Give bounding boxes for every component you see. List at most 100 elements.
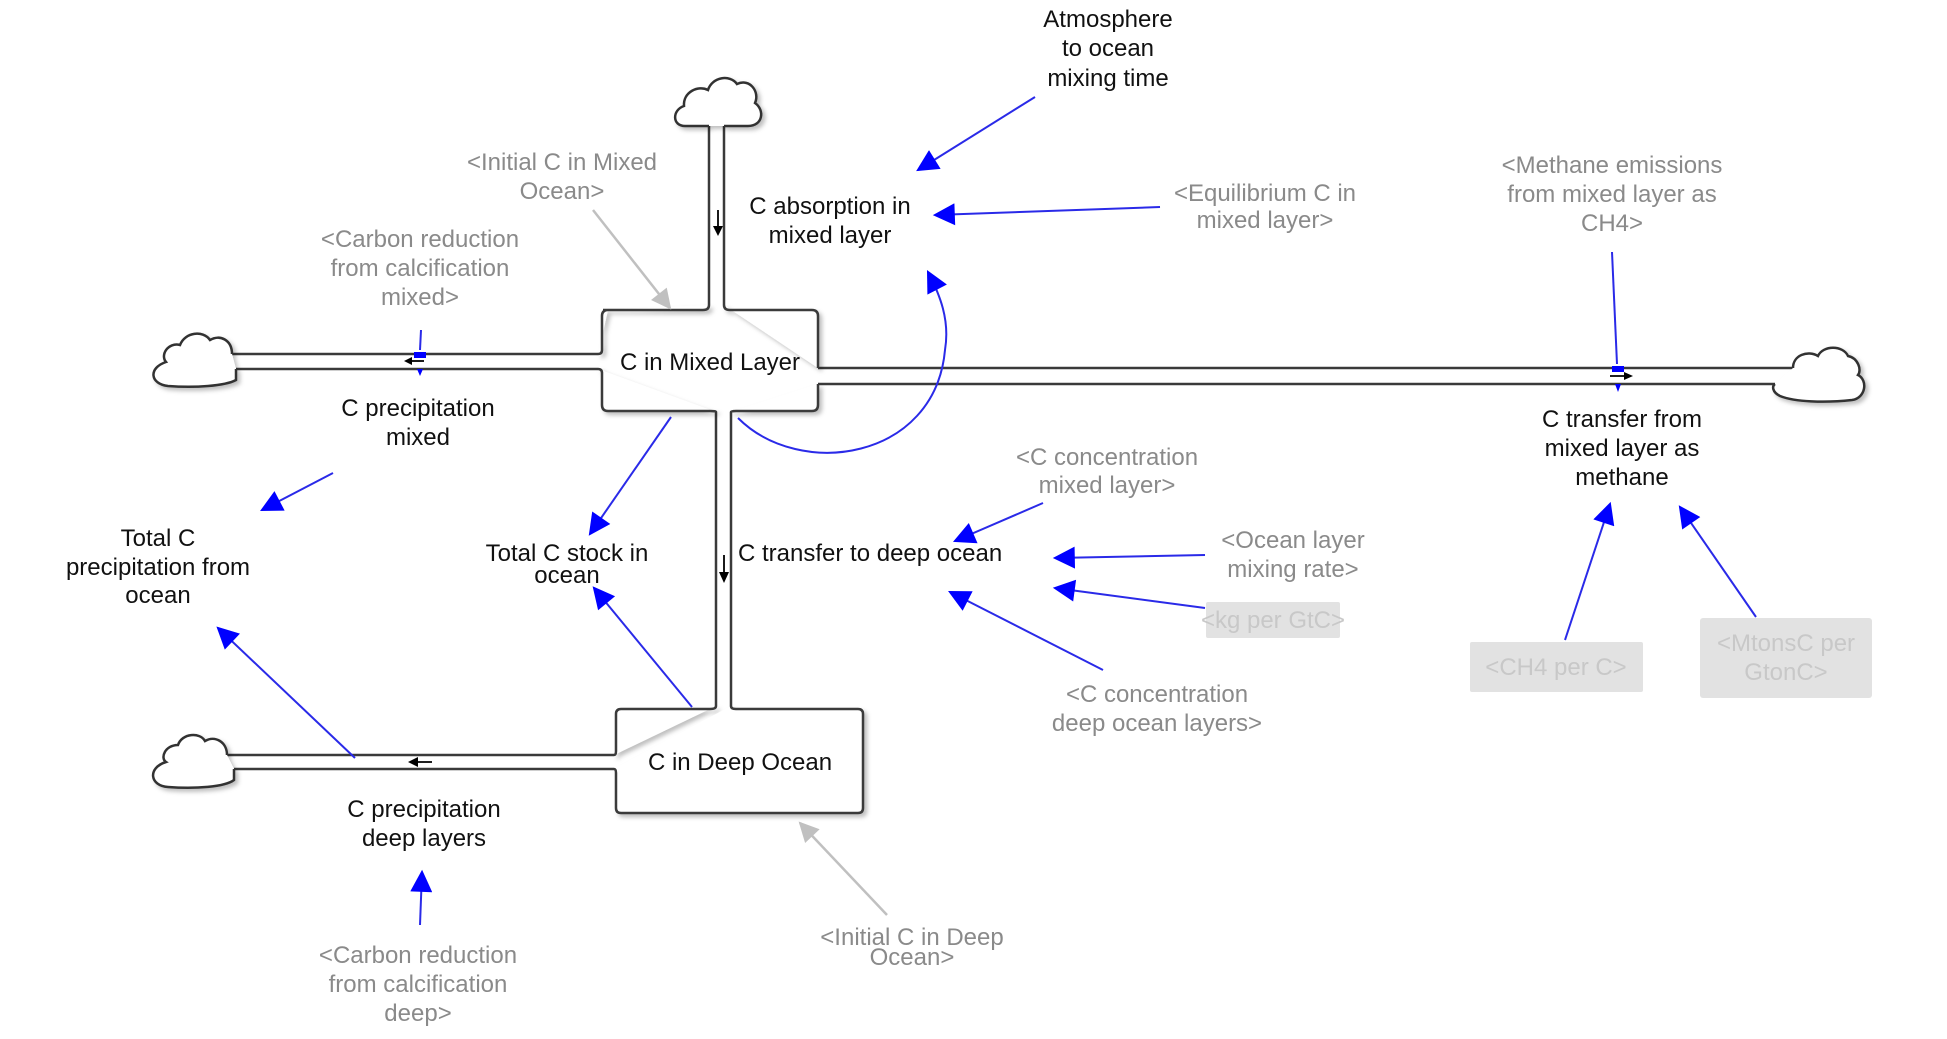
cloud-sink-right-methane-icon bbox=[1771, 346, 1866, 403]
initial-links bbox=[592, 209, 888, 916]
flow-c-precip-deep-line2: deep layers bbox=[362, 825, 486, 852]
shadow-ocean-mixing-rate[interactable]: <Ocean layer mixing rate> bbox=[1221, 527, 1364, 583]
shadow-equil-line1: <Equilibrium C in bbox=[1174, 180, 1356, 207]
shadow-kg-per-gtc[interactable]: <kg per GtC> bbox=[1201, 602, 1345, 638]
flow-c-transfer-methane-line2: mixed layer as bbox=[1545, 435, 1700, 462]
shadow-mixingrate-line2: mixing rate> bbox=[1227, 556, 1358, 583]
shadow-carbonred-mixed-line1: <Carbon reduction bbox=[321, 226, 519, 253]
aux-total-precip-line3: ocean bbox=[125, 582, 190, 609]
pipe-inflow-absorption bbox=[707, 126, 726, 305]
link-equil-to-absorption bbox=[932, 203, 1161, 226]
link-precipdeep-to-totalprecip bbox=[216, 626, 356, 759]
pipe-transfer-deep bbox=[714, 412, 733, 706]
shadow-c-concentration-mixed[interactable]: <C concentration mixed layer> bbox=[1016, 444, 1198, 499]
pipe-outflow-precip-deep bbox=[227, 753, 614, 771]
shadow-kg-per-gtc-label: <kg per GtC> bbox=[1201, 607, 1345, 634]
shadow-mixingrate-line1: <Ocean layer bbox=[1221, 527, 1364, 554]
cloud-source-top-icon bbox=[673, 76, 763, 128]
shadow-cconc-deep-line1: <C concentration bbox=[1066, 681, 1248, 708]
aux-atm-mixing-line1: Atmosphere bbox=[1043, 6, 1172, 33]
shadow-mtons-box bbox=[1700, 618, 1872, 698]
flow-c-transfer-deep[interactable]: C transfer to deep ocean bbox=[738, 540, 1002, 567]
flow-c-precip-mixed-line1: C precipitation bbox=[341, 395, 494, 422]
shadow-initial-deep-line1: <Initial C in Deep bbox=[820, 924, 1003, 951]
link-methaneemis-to-valve bbox=[1611, 251, 1618, 365]
aux-total-stock-line1: Total C stock in bbox=[486, 540, 649, 567]
link-initdeep-to-deep bbox=[798, 821, 888, 916]
shadow-carbon-reduction-mixed[interactable]: <Carbon reduction from calcification mix… bbox=[321, 226, 519, 311]
shadow-initial-mixed-line1: <Initial C in Mixed bbox=[467, 149, 657, 176]
flow-c-transfer-methane-line1: C transfer from bbox=[1542, 406, 1702, 433]
shadow-carbonred-mixed-line2: from calcification bbox=[331, 255, 510, 282]
shadow-carbon-reduction-deep[interactable]: <Carbon reduction from calcification dee… bbox=[319, 942, 517, 1027]
flow-c-precip-mixed-line2: mixed bbox=[386, 424, 450, 451]
link-mtons-to-methane bbox=[1678, 505, 1757, 618]
aux-total-stock-line2: ocean bbox=[534, 562, 599, 589]
flow-c-transfer-methane[interactable]: C transfer from mixed layer as methane bbox=[1542, 406, 1702, 491]
cloud-sink-deep-icon bbox=[151, 733, 236, 789]
stock-c-mixed-layer-label: C in Mixed Layer bbox=[620, 349, 800, 376]
link-carbonred-to-precipmixed bbox=[419, 329, 422, 351]
causal-links bbox=[216, 96, 1757, 926]
shadow-initial-mixed-line2: Ocean> bbox=[520, 178, 605, 205]
flow-c-transfer-methane-line3: methane bbox=[1575, 464, 1668, 491]
flow-c-precip-deep[interactable]: C precipitation deep layers bbox=[347, 796, 500, 852]
link-atm-to-absorption bbox=[916, 96, 1036, 172]
flow-c-absorption[interactable]: C absorption in mixed layer bbox=[749, 193, 910, 249]
pipe-outflow-methane bbox=[818, 366, 1793, 386]
link-precipmixed-to-totalprecip bbox=[260, 472, 334, 512]
cloud-sink-left-mixed-icon bbox=[152, 332, 238, 388]
link-mixed-to-absorption bbox=[737, 270, 948, 454]
aux-atm-mixing-line2: to ocean bbox=[1062, 35, 1154, 62]
aux-atm-mixing-time[interactable]: Atmosphere to ocean mixing time bbox=[1043, 6, 1172, 92]
shadow-kg-per-gtc-box bbox=[1206, 602, 1340, 638]
shadow-cconc-mixed-line1: <C concentration bbox=[1016, 444, 1198, 471]
link-mixingrate-to-transfer bbox=[1052, 546, 1206, 569]
shadow-ch4-per-c[interactable]: <CH4 per C> bbox=[1470, 642, 1643, 692]
shadow-methane-line3: CH4> bbox=[1581, 210, 1643, 237]
aux-total-precip-line2: precipitation from bbox=[66, 554, 250, 581]
shadow-carbonred-deep-line1: <Carbon reduction bbox=[319, 942, 517, 969]
shadow-methane-line2: from mixed layer as bbox=[1507, 181, 1716, 208]
shadow-initial-c-deep[interactable]: <Initial C in Deep Ocean> bbox=[820, 924, 1003, 971]
link-carbonreddeep-to-precipdeep bbox=[410, 869, 433, 926]
shadow-mtonsc-per-gtonc[interactable]: <MtonsC per GtonC> bbox=[1700, 618, 1872, 698]
shadow-carbonred-deep-line3: deep> bbox=[384, 1000, 451, 1027]
link-deep-to-totalstock bbox=[592, 586, 693, 708]
valve-precip-mixed-icon[interactable] bbox=[404, 352, 426, 376]
link-mixed-to-totalstock bbox=[588, 416, 672, 536]
valve-methane-icon[interactable] bbox=[1610, 366, 1633, 392]
aux-total-stock[interactable]: Total C stock in ocean bbox=[486, 540, 649, 589]
link-initmixed-to-mixed bbox=[592, 209, 672, 310]
shadow-ch4-per-c-box bbox=[1470, 642, 1643, 692]
link-cconcmixed-to-transfer bbox=[952, 502, 1044, 544]
stock-c-mixed-layer[interactable] bbox=[597, 304, 820, 413]
shadow-methane-line1: <Methane emissions bbox=[1502, 152, 1723, 179]
shadow-cconc-mixed-line2: mixed layer> bbox=[1039, 472, 1176, 499]
shadow-equilibrium-c[interactable]: <Equilibrium C in mixed layer> bbox=[1174, 180, 1356, 234]
shadow-ch4-per-c-label: <CH4 per C> bbox=[1485, 654, 1626, 681]
stock-c-deep-ocean-label: C in Deep Ocean bbox=[648, 749, 832, 776]
stock-c-deep-ocean[interactable] bbox=[613, 705, 865, 815]
shadow-methane-emissions[interactable]: <Methane emissions from mixed layer as C… bbox=[1502, 152, 1723, 237]
flow-c-absorption-line1: C absorption in bbox=[749, 193, 910, 220]
shadow-carbonred-mixed-line3: mixed> bbox=[381, 284, 459, 311]
flow-c-absorption-line2: mixed layer bbox=[769, 222, 892, 249]
shadow-c-concentration-deep[interactable]: <C concentration deep ocean layers> bbox=[1052, 681, 1262, 737]
flow-c-precip-deep-line1: C precipitation bbox=[347, 796, 500, 823]
flow-c-transfer-deep-label: C transfer to deep ocean bbox=[738, 540, 1002, 567]
flow-c-precip-mixed[interactable]: C precipitation mixed bbox=[341, 395, 494, 451]
shadow-mtons-line2: GtonC> bbox=[1744, 659, 1827, 686]
aux-total-precip-line1: Total C bbox=[121, 525, 196, 552]
link-cconcdeep-to-transfer bbox=[948, 591, 1104, 671]
aux-atm-mixing-line3: mixing time bbox=[1047, 65, 1168, 92]
link-kg-to-transfer bbox=[1052, 579, 1206, 609]
shadow-initial-deep-line2: Ocean> bbox=[870, 944, 955, 971]
shadow-initial-c-mixed[interactable]: <Initial C in Mixed Ocean> bbox=[467, 149, 657, 205]
aux-total-precip[interactable]: Total C precipitation from ocean bbox=[66, 525, 250, 609]
shadow-carbonred-deep-line2: from calcification bbox=[329, 971, 508, 998]
shadow-cconc-deep-line2: deep ocean layers> bbox=[1052, 710, 1262, 737]
shadow-mtons-line1: <MtonsC per bbox=[1717, 630, 1855, 657]
link-ch4perc-to-methane bbox=[1564, 501, 1615, 641]
